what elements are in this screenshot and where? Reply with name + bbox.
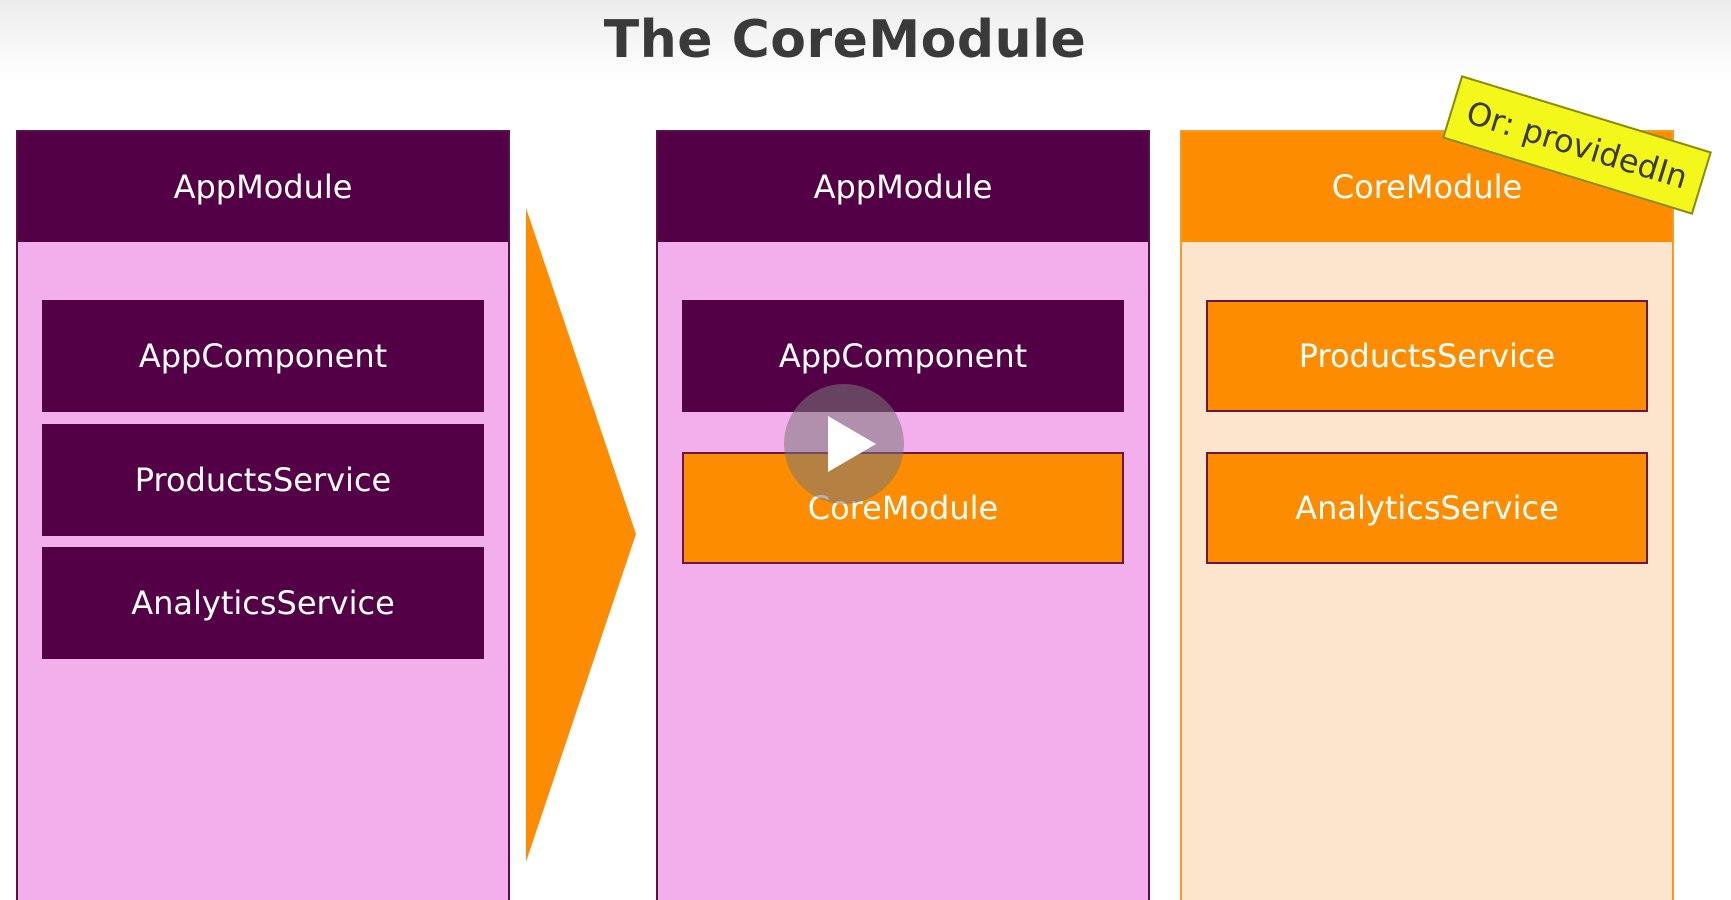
- slide-title: The CoreModule: [603, 10, 1087, 70]
- left-app-module-panel: AppModule AppComponent ProductsService A…: [16, 130, 510, 900]
- right-core-module-header: CoreModule: [1182, 132, 1672, 242]
- right-core-module-panel: CoreModule ProductsService AnalyticsServ…: [1180, 130, 1674, 900]
- middle-app-module-header: AppModule: [658, 132, 1148, 242]
- left-analytics-service-block: AnalyticsService: [42, 547, 484, 659]
- right-products-service-block: ProductsService: [1206, 300, 1648, 412]
- title-shade: [0, 0, 1731, 80]
- right-analytics-service-block: AnalyticsService: [1206, 452, 1648, 564]
- left-app-module-header: AppModule: [18, 132, 508, 242]
- chevron-arrow-icon: [526, 208, 638, 868]
- left-app-component-block: AppComponent: [42, 300, 484, 412]
- play-button[interactable]: [784, 384, 904, 504]
- left-products-service-block: ProductsService: [42, 424, 484, 536]
- play-icon: [828, 416, 876, 472]
- middle-app-module-panel: AppModule AppComponent CoreModule: [656, 130, 1150, 900]
- middle-app-component-block: AppComponent: [682, 300, 1124, 412]
